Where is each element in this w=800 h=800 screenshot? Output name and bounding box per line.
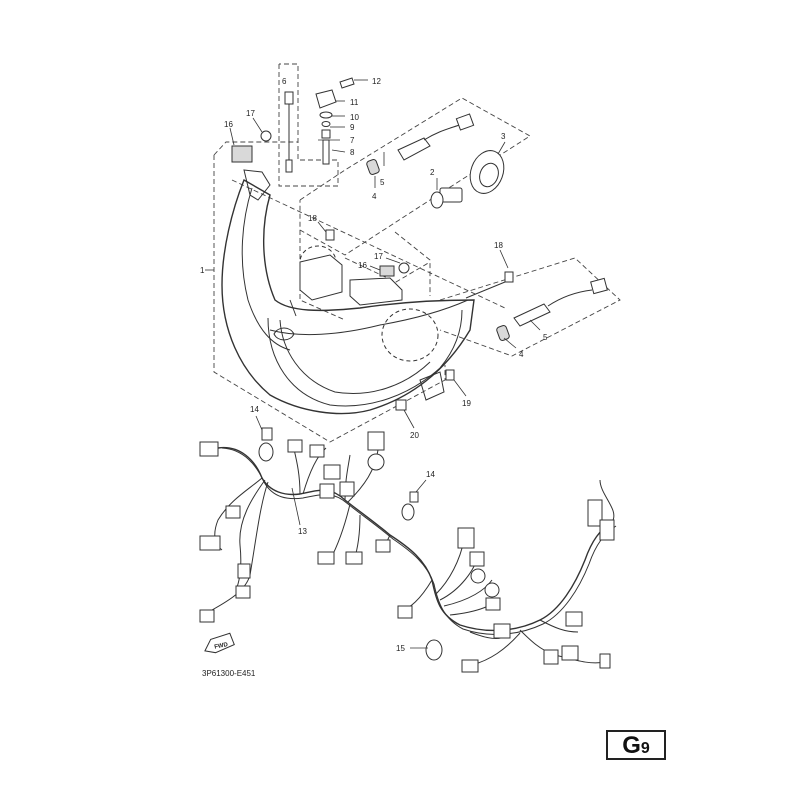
callout-5a: 5 (380, 178, 385, 187)
bulb-assembly-upper (366, 113, 505, 209)
callout-6: 6 (282, 77, 287, 86)
callout-14a: 14 (250, 405, 259, 414)
callout-10: 10 (350, 113, 359, 122)
callout-8: 8 (350, 148, 355, 157)
fwd-arrow-icon: FWD (204, 632, 235, 654)
bulb-assembly-lower (496, 277, 608, 341)
callout-18a: 18 (308, 214, 317, 223)
callout-16b: 16 (358, 261, 367, 270)
page-label-box: G9 (606, 730, 666, 760)
fwd-label: FWD (214, 642, 229, 651)
callout-labels: 1 2 3 4 4 5 5 6 7 8 9 10 11 12 13 14 14 … (200, 77, 548, 653)
page-label-number: 9 (640, 740, 650, 757)
callout-12: 12 (372, 77, 381, 86)
wire-harness (211, 439, 617, 666)
hardware-parts (231, 77, 514, 411)
page-label: G9 (608, 732, 664, 759)
callout-4a: 4 (372, 192, 377, 201)
harness-connectors (199, 427, 615, 673)
callout-5b: 5 (543, 333, 548, 342)
callout-20: 20 (410, 431, 419, 440)
page-label-letter: G (622, 732, 641, 759)
callout-16a: 16 (224, 120, 233, 129)
callout-2: 2 (430, 168, 435, 177)
leader-lines (205, 79, 541, 649)
callout-9: 9 (350, 123, 355, 132)
callout-3: 3 (501, 132, 506, 141)
callout-15: 15 (396, 644, 405, 653)
callout-17b: 17 (374, 252, 383, 261)
callout-11: 11 (350, 98, 359, 107)
headlight-housing (221, 169, 475, 415)
callout-1: 1 (200, 266, 205, 275)
callout-7: 7 (350, 136, 355, 145)
callout-13: 13 (298, 527, 307, 536)
callout-4b: 4 (519, 350, 524, 359)
callout-18b: 18 (494, 241, 503, 250)
drawing-code: 3P61300-E451 (202, 669, 256, 678)
callout-19: 19 (462, 399, 471, 408)
callout-17a: 17 (246, 109, 255, 118)
callout-14b: 14 (426, 470, 435, 479)
